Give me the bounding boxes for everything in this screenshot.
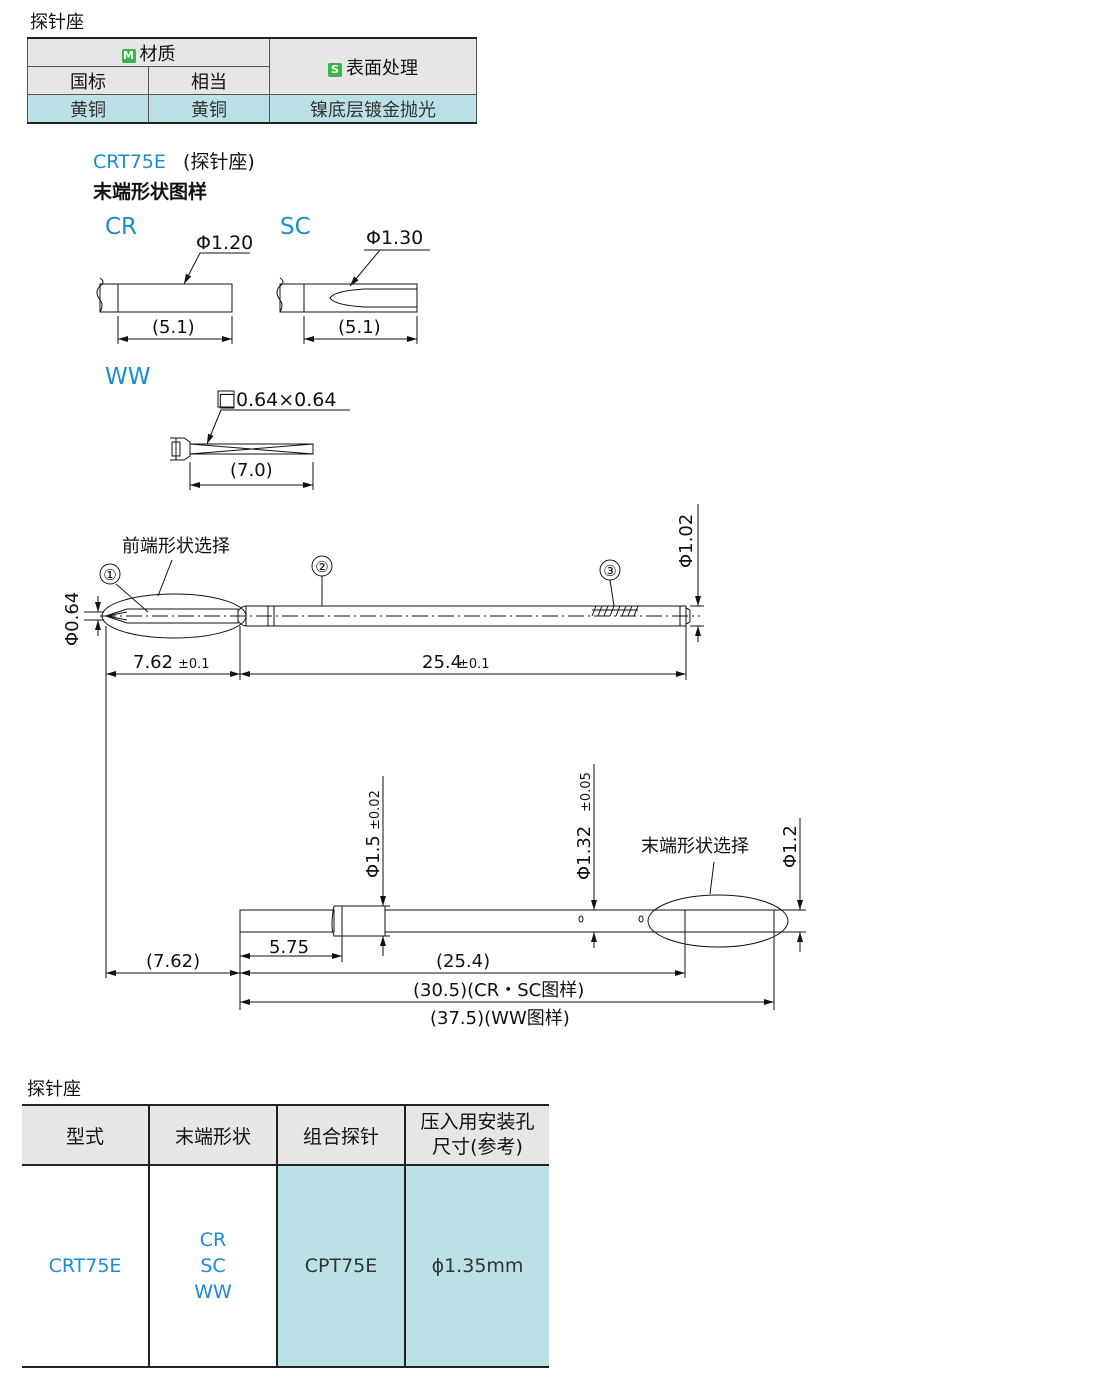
tip-subtitle: 末端形状图样 bbox=[93, 180, 207, 203]
sc-length: (5.1) bbox=[338, 317, 381, 338]
header-hole: 压入用安装孔尺寸(参考) bbox=[404, 1105, 549, 1166]
len-front-tol: ±0.1 bbox=[178, 657, 210, 672]
spec-header-row: 型式 末端形状 组合探针 压入用安装孔尺寸(参考) bbox=[22, 1105, 549, 1166]
header-hole-line1: 压入用安装孔 bbox=[420, 1111, 535, 1133]
socket-body bbox=[384, 909, 686, 933]
sc-slot bbox=[329, 288, 417, 308]
end-shape-ww: WW bbox=[194, 1281, 232, 1303]
dia-head-tol: ±0.02 bbox=[368, 790, 383, 830]
cell-probe: CPT75E bbox=[276, 1165, 405, 1367]
val-national: 黄铜 bbox=[27, 94, 149, 124]
dia-head: Φ1.5 bbox=[363, 835, 384, 878]
dim-375: (37.5)(WW图样) bbox=[430, 1008, 570, 1029]
ww-square: □0.64×0.64 bbox=[218, 389, 336, 411]
model-suffix: (探针座) bbox=[183, 151, 255, 173]
dia-socket-body-tol: ±0.05 bbox=[579, 772, 594, 812]
len-front: 7.62 bbox=[133, 652, 173, 673]
cr-shank bbox=[99, 283, 119, 313]
socket-head bbox=[341, 905, 386, 937]
cr-length: (5.1) bbox=[152, 317, 195, 338]
cr-break-line bbox=[96, 277, 104, 313]
material-section-title: 探针座 bbox=[30, 12, 84, 33]
end-shape-ellipse bbox=[647, 894, 789, 948]
marker-1-circle bbox=[99, 563, 121, 585]
col-national: 国标 bbox=[27, 66, 149, 95]
surface-header: 表面处理 bbox=[346, 57, 418, 79]
sc-tip-body bbox=[303, 283, 418, 313]
dia-tip: Φ0.64 bbox=[62, 592, 83, 646]
spec-row: CRT75E CR SC WW CPT75E ϕ1.35mm bbox=[22, 1165, 549, 1367]
dim-305: (30.5)(CR・SC图样) bbox=[413, 980, 584, 1001]
ww-label: WW bbox=[105, 364, 150, 390]
surface-badge-icon: S bbox=[328, 62, 342, 77]
material-header: 材质 bbox=[139, 43, 176, 65]
val-equivalent: 黄铜 bbox=[148, 94, 270, 124]
socket-flange bbox=[331, 905, 343, 937]
socket-back bbox=[239, 909, 335, 933]
dim-254: (25.4) bbox=[436, 951, 490, 972]
ww-tip-body bbox=[189, 443, 314, 455]
header-end-shape: 末端形状 bbox=[148, 1105, 277, 1166]
col-equivalent: 相当 bbox=[148, 66, 270, 95]
front-shape-ellipse bbox=[101, 593, 247, 639]
sc-label: SC bbox=[280, 214, 311, 240]
end-shape-sc: SC bbox=[200, 1255, 226, 1277]
spec-table: 型式 末端形状 组合探针 压入用安装孔尺寸(参考) CRT75E CR SC W… bbox=[22, 1104, 549, 1368]
spec-section-title: 探针座 bbox=[27, 1079, 81, 1100]
ww-length: (7.0) bbox=[230, 460, 273, 481]
sc-shank bbox=[279, 283, 305, 313]
marker-1: ① bbox=[103, 566, 116, 584]
dia-body: Φ1.02 bbox=[676, 514, 697, 568]
end-shape-label: 末端形状选择 bbox=[641, 836, 749, 857]
knurl-pattern bbox=[591, 605, 639, 617]
len-body: 25.4 bbox=[422, 652, 462, 673]
val-surface: 镍底层镀金抛光 bbox=[269, 94, 477, 124]
cr-diameter: Φ1.20 bbox=[196, 232, 253, 254]
cell-end-shapes: CR SC WW bbox=[148, 1165, 277, 1367]
front-shape-label: 前端形状选择 bbox=[122, 536, 230, 557]
socket-end bbox=[684, 909, 775, 933]
material-badge-icon: M bbox=[121, 48, 136, 63]
sc-diameter: Φ1.30 bbox=[366, 227, 423, 249]
dim-762: (7.62) bbox=[146, 951, 200, 972]
end-shape-cr: CR bbox=[199, 1229, 227, 1251]
len-body-tol: ±0.1 bbox=[458, 657, 490, 672]
cr-tip-body bbox=[117, 283, 233, 313]
marker-3: ③ bbox=[603, 562, 616, 580]
cr-label: CR bbox=[105, 214, 137, 240]
header-probe: 组合探针 bbox=[276, 1105, 405, 1166]
marker-2: ② bbox=[315, 558, 328, 576]
header-type: 型式 bbox=[22, 1105, 149, 1166]
header-hole-line2: 尺寸(参考) bbox=[432, 1136, 523, 1158]
model-title: CRT75E bbox=[93, 151, 166, 173]
technical-drawing: CRT75E (探针座) 末端形状图样 CR Φ1.20 (5.1) SC Φ1… bbox=[62, 151, 806, 1029]
cell-hole: ϕ1.35mm bbox=[404, 1165, 549, 1367]
dim-575: 5.75 bbox=[269, 937, 309, 958]
sc-break-line bbox=[276, 277, 284, 313]
dia-end: Φ1.2 bbox=[780, 825, 801, 868]
cell-model: CRT75E bbox=[48, 1255, 122, 1277]
dia-socket-body: Φ1.32 bbox=[574, 826, 595, 880]
surface-header-cell: S 表面处理 bbox=[269, 37, 477, 95]
